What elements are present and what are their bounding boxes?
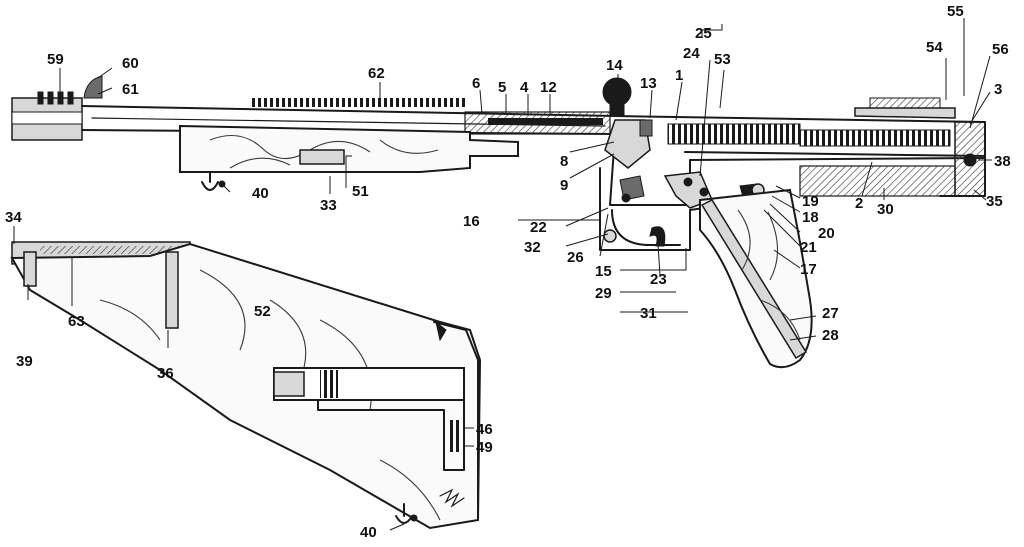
label-15: 15: [595, 263, 612, 280]
rear-sight: [869, 97, 941, 109]
rear-sight-base: [854, 107, 956, 119]
label-1: 1: [675, 67, 683, 84]
label-22: 22: [530, 219, 547, 236]
label-54: 55: [947, 3, 964, 20]
butt-plate-detail: [435, 320, 447, 342]
butt-plate: [433, 321, 479, 521]
label-30: 30: [877, 201, 894, 218]
label-52: 53: [714, 51, 731, 68]
foregrip: [179, 124, 519, 191]
label-39: 39: [16, 353, 33, 370]
label-63: 63: [68, 313, 85, 330]
label-16: 16: [463, 213, 480, 230]
label-12: 12: [540, 79, 557, 96]
compensator-bore: [11, 111, 83, 125]
label-28: 28: [822, 327, 839, 344]
butt-zigzag: [439, 488, 465, 508]
label-6: 6: [472, 75, 480, 92]
label-61: 61: [122, 81, 139, 98]
label-18: 18: [802, 209, 819, 226]
label-29: 29: [595, 285, 612, 302]
label-23: 23: [650, 271, 667, 288]
callouts: 59 60 61 62 6 5 4 12 14 13 1 25 24 53 55…: [5, 3, 1011, 541]
label-27: 27: [822, 305, 839, 322]
label-36: 38: [994, 153, 1011, 170]
label-9: 9: [560, 177, 568, 194]
magazine-catch: [603, 229, 617, 243]
label-25: 25: [695, 25, 712, 42]
label-24: 24: [683, 45, 700, 62]
label-55: 51: [352, 183, 369, 200]
label-21: 21: [800, 239, 817, 256]
label-4: 4: [520, 79, 529, 96]
label-33: 33: [320, 197, 337, 214]
receiver: [602, 77, 986, 206]
leader-lines: [13, 18, 992, 531]
grip-screw: [700, 199, 808, 360]
recoil-spring-front: [667, 123, 801, 145]
stock-plate-hatch: [40, 246, 180, 254]
label-8: 8: [560, 153, 568, 170]
label-19: 19: [802, 193, 819, 210]
label-49: 49: [476, 439, 493, 456]
label-34: 34: [5, 209, 22, 226]
label-17: 17: [800, 261, 817, 278]
label-59: 59: [47, 51, 64, 68]
cooling-fins: [250, 98, 465, 107]
recoil-spring-rear: [799, 129, 951, 147]
label-51: 52: [254, 303, 271, 320]
label-32: 32: [524, 239, 541, 256]
label-14: 14: [606, 57, 623, 74]
label-2: 2: [855, 195, 863, 212]
butt-trap: [317, 383, 465, 471]
label-46: 46: [476, 421, 493, 438]
oiler-spring: [320, 370, 338, 398]
selector-pin: [621, 193, 631, 203]
label-53: 54: [926, 39, 943, 56]
foregrip-mount: [299, 149, 345, 165]
front-sight: [83, 75, 103, 99]
actuator-slot: [488, 118, 603, 125]
buttstock: [10, 241, 482, 530]
stock-screw-front: [23, 251, 37, 287]
trigger-guard: [611, 209, 681, 246]
butt-trap-spring: [448, 420, 462, 452]
label-13: 13: [640, 75, 657, 92]
label-31: 31: [640, 305, 657, 322]
oiler-cap: [273, 371, 305, 397]
label-26: 26: [567, 249, 584, 266]
label-40-rear: 40: [360, 524, 377, 541]
sling-swivel-front: [201, 171, 226, 191]
label-56: 56: [992, 41, 1009, 58]
label-3: 3: [994, 81, 1002, 98]
label-20: 20: [818, 225, 835, 242]
oiler-tube: [273, 367, 465, 401]
buffer-pin: [963, 153, 977, 167]
actuator-block: [639, 119, 653, 137]
trigger: [649, 226, 666, 247]
pistol-grip: [699, 188, 813, 369]
label-60: 60: [122, 55, 139, 72]
label-62: 62: [368, 65, 385, 82]
label-40: 40: [252, 185, 269, 202]
cocking-knob-stem: [609, 101, 625, 117]
stock-screw-mid: [165, 251, 179, 329]
label-5: 5: [498, 79, 506, 96]
buffer-rod: [684, 151, 986, 157]
sling-swivel-rear: [395, 503, 418, 524]
lower-receiver: [799, 165, 956, 197]
label-35: 35: [986, 193, 1003, 210]
label-38: 36: [157, 365, 174, 382]
